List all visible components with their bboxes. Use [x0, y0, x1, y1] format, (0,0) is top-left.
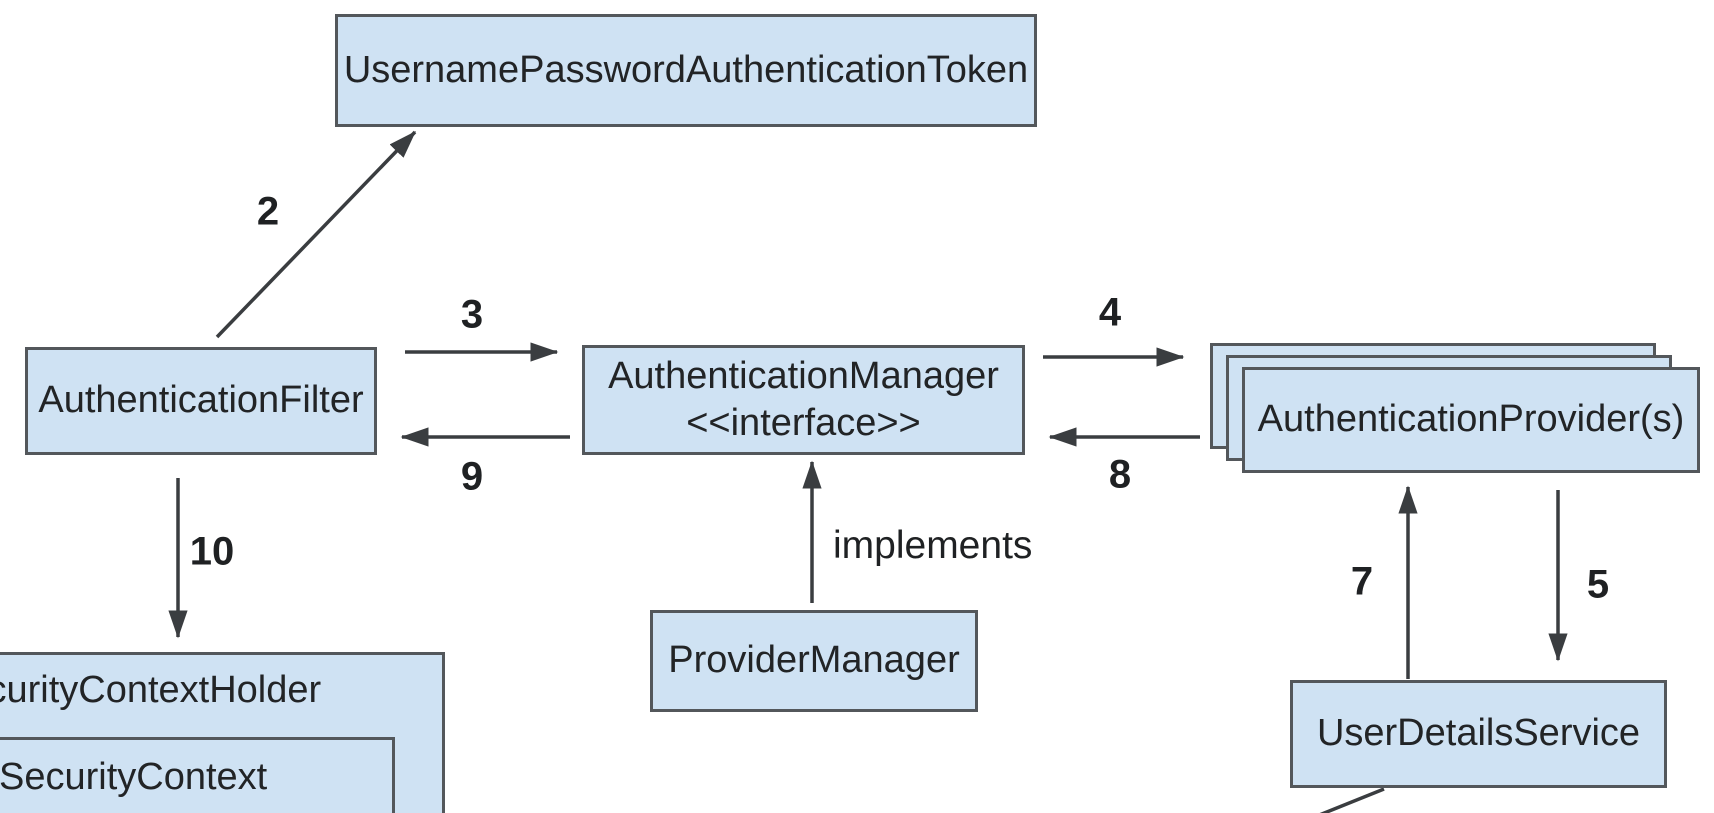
edge-label-step5: 5: [1586, 562, 1610, 607]
node-security-context: SecurityContext: [0, 737, 395, 813]
edge-label-step7: 7: [1350, 559, 1374, 604]
node-label: AuthenticationFilter: [38, 379, 364, 422]
userdetails-tail-line: [1319, 787, 1385, 813]
node-provider-manager: ProviderManager: [650, 610, 978, 712]
edge-label-step2: 2: [256, 189, 280, 234]
node-authentication-manager: AuthenticationManager <<interface>>: [582, 345, 1025, 455]
node-label: UserDetailsService: [1316, 712, 1641, 755]
edge-label-step8: 8: [1108, 452, 1132, 497]
node-label: SecurityContextHolder: [0, 669, 322, 711]
node-username-password-authentication-token: UsernamePasswordAuthenticationToken: [335, 14, 1037, 127]
node-label: AuthenticationManager: [608, 354, 999, 397]
node-label: ProviderManager: [668, 639, 960, 682]
edge-label-step4: 4: [1098, 290, 1122, 335]
node-user-details-service: UserDetailsService: [1290, 680, 1667, 788]
edge-label-step10: 10: [189, 529, 235, 574]
node-label: UsernamePasswordAuthenticationToken: [343, 48, 1029, 91]
node-authentication-filter: AuthenticationFilter: [25, 347, 377, 455]
node-authentication-providers: AuthenticationProvider(s): [1242, 367, 1700, 473]
edge-label-implements: implements: [833, 524, 1033, 567]
node-label: AuthenticationProvider(s): [1257, 398, 1685, 441]
node-stereotype: <<interface>>: [686, 402, 921, 444]
arrow-step2-create-token: [215, 130, 417, 339]
edge-label-step3: 3: [460, 292, 484, 337]
edge-label-step9: 9: [460, 454, 484, 499]
node-label: SecurityContext: [0, 756, 268, 798]
